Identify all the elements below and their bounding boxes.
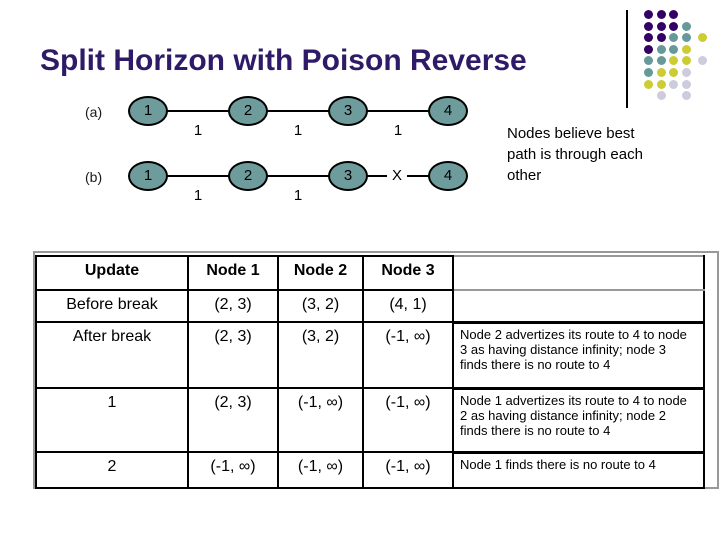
column-header-node1: Node 1 [187,255,279,291]
network-node-3: 3 [328,96,368,126]
decor-dot [657,68,666,77]
table-cell: (2, 3) [187,387,279,453]
table-header-row: Update Node 1 Node 2 Node 3 [35,255,705,291]
diagram-a-label: (a) [85,104,103,120]
decor-dot [682,33,691,42]
decor-dot [644,45,653,54]
row-label: After break [35,321,189,389]
column-header-node3: Node 3 [362,255,454,291]
table-row: Before break(2, 3)(3, 2)(4, 1) [35,289,705,323]
decor-dot [657,33,666,42]
decor-dot [644,10,653,19]
table-cell: (-1, ∞) [362,451,454,489]
decor-dot [682,68,691,77]
table-cell: (2, 3) [187,289,279,323]
diagram-b-label: (b) [85,169,103,185]
row-label: 2 [35,451,189,489]
row-label: 1 [35,387,189,453]
decor-dot [669,22,678,31]
table-cell: (2, 3) [187,321,279,389]
column-header-notes [452,255,705,291]
annotation-cell: Node 2 advertizes its route to 4 to node… [452,320,705,389]
decor-dot [657,56,666,65]
table-row: 2(-1, ∞)(-1, ∞)(-1, ∞)Node 1 finds there… [35,450,705,489]
decor-dot [644,33,653,42]
decor-dot [669,68,678,77]
broken-link-x-mark: X [391,167,402,184]
network-node-1: 1 [128,161,168,191]
edge-cost-label: 1 [193,122,203,139]
table-cell: (-1, ∞) [277,387,364,453]
table-outline [33,251,719,489]
decor-dot [644,56,653,65]
decor-dot [657,91,666,100]
edge-cost-label: 1 [293,122,303,139]
table-cell: (-1, ∞) [277,451,364,489]
edge-cost-label: 1 [393,122,403,139]
routing-table: Update Node 1 Node 2 Node 3 Before break… [35,255,705,489]
decor-dot [698,33,707,42]
decor-dot [669,80,678,89]
decor-dot [657,10,666,19]
decor-dot [644,68,653,77]
side-note: Nodes believe best path is through each … [507,125,643,184]
decor-dot [657,22,666,31]
link-line [148,110,448,112]
network-node-4: 4 [428,161,468,191]
table-cell: (-1, ∞) [187,451,279,489]
network-node-1: 1 [128,96,168,126]
table-cell: (3, 2) [277,289,364,323]
row-label: Before break [35,289,189,323]
decor-dot [682,56,691,65]
decor-dot [682,45,691,54]
network-node-4: 4 [428,96,468,126]
table-cell: (-1, ∞) [362,321,454,389]
slide-title: Split Horizon with Poison Reverse [40,44,527,77]
decor-dot [682,91,691,100]
decor-dot [644,80,653,89]
decor-dot [682,80,691,89]
table-cell: (3, 2) [277,321,364,389]
network-node-3: 3 [328,161,368,191]
decor-dot [669,45,678,54]
table-cell: (-1, ∞) [362,387,454,453]
table-row: 1(2, 3)(-1, ∞)(-1, ∞)Node 1 advertizes i… [35,386,705,453]
network-node-2: 2 [228,161,268,191]
decor-dot [644,22,653,31]
annotation-cell [452,289,705,323]
decor-dot [657,45,666,54]
decor-dot [657,80,666,89]
annotation-cell: Node 1 finds there is no route to 4 [452,450,705,489]
table-cell: (4, 1) [362,289,454,323]
decor-dot [669,10,678,19]
column-header-node2: Node 2 [277,255,364,291]
annotation-cell: Node 1 advertizes its route to 4 to node… [452,386,705,453]
column-header-update: Update [35,255,189,291]
edge-cost-label: 1 [293,187,303,204]
decor-dot [698,56,707,65]
network-node-2: 2 [228,96,268,126]
edge-cost-label: 1 [193,187,203,204]
decor-dot [669,33,678,42]
decor-vertical-line [626,10,628,108]
decor-dot [669,56,678,65]
link-line [407,175,448,177]
table-row: After break(2, 3)(3, 2)(-1, ∞)Node 2 adv… [35,320,705,389]
decor-dot [682,22,691,31]
